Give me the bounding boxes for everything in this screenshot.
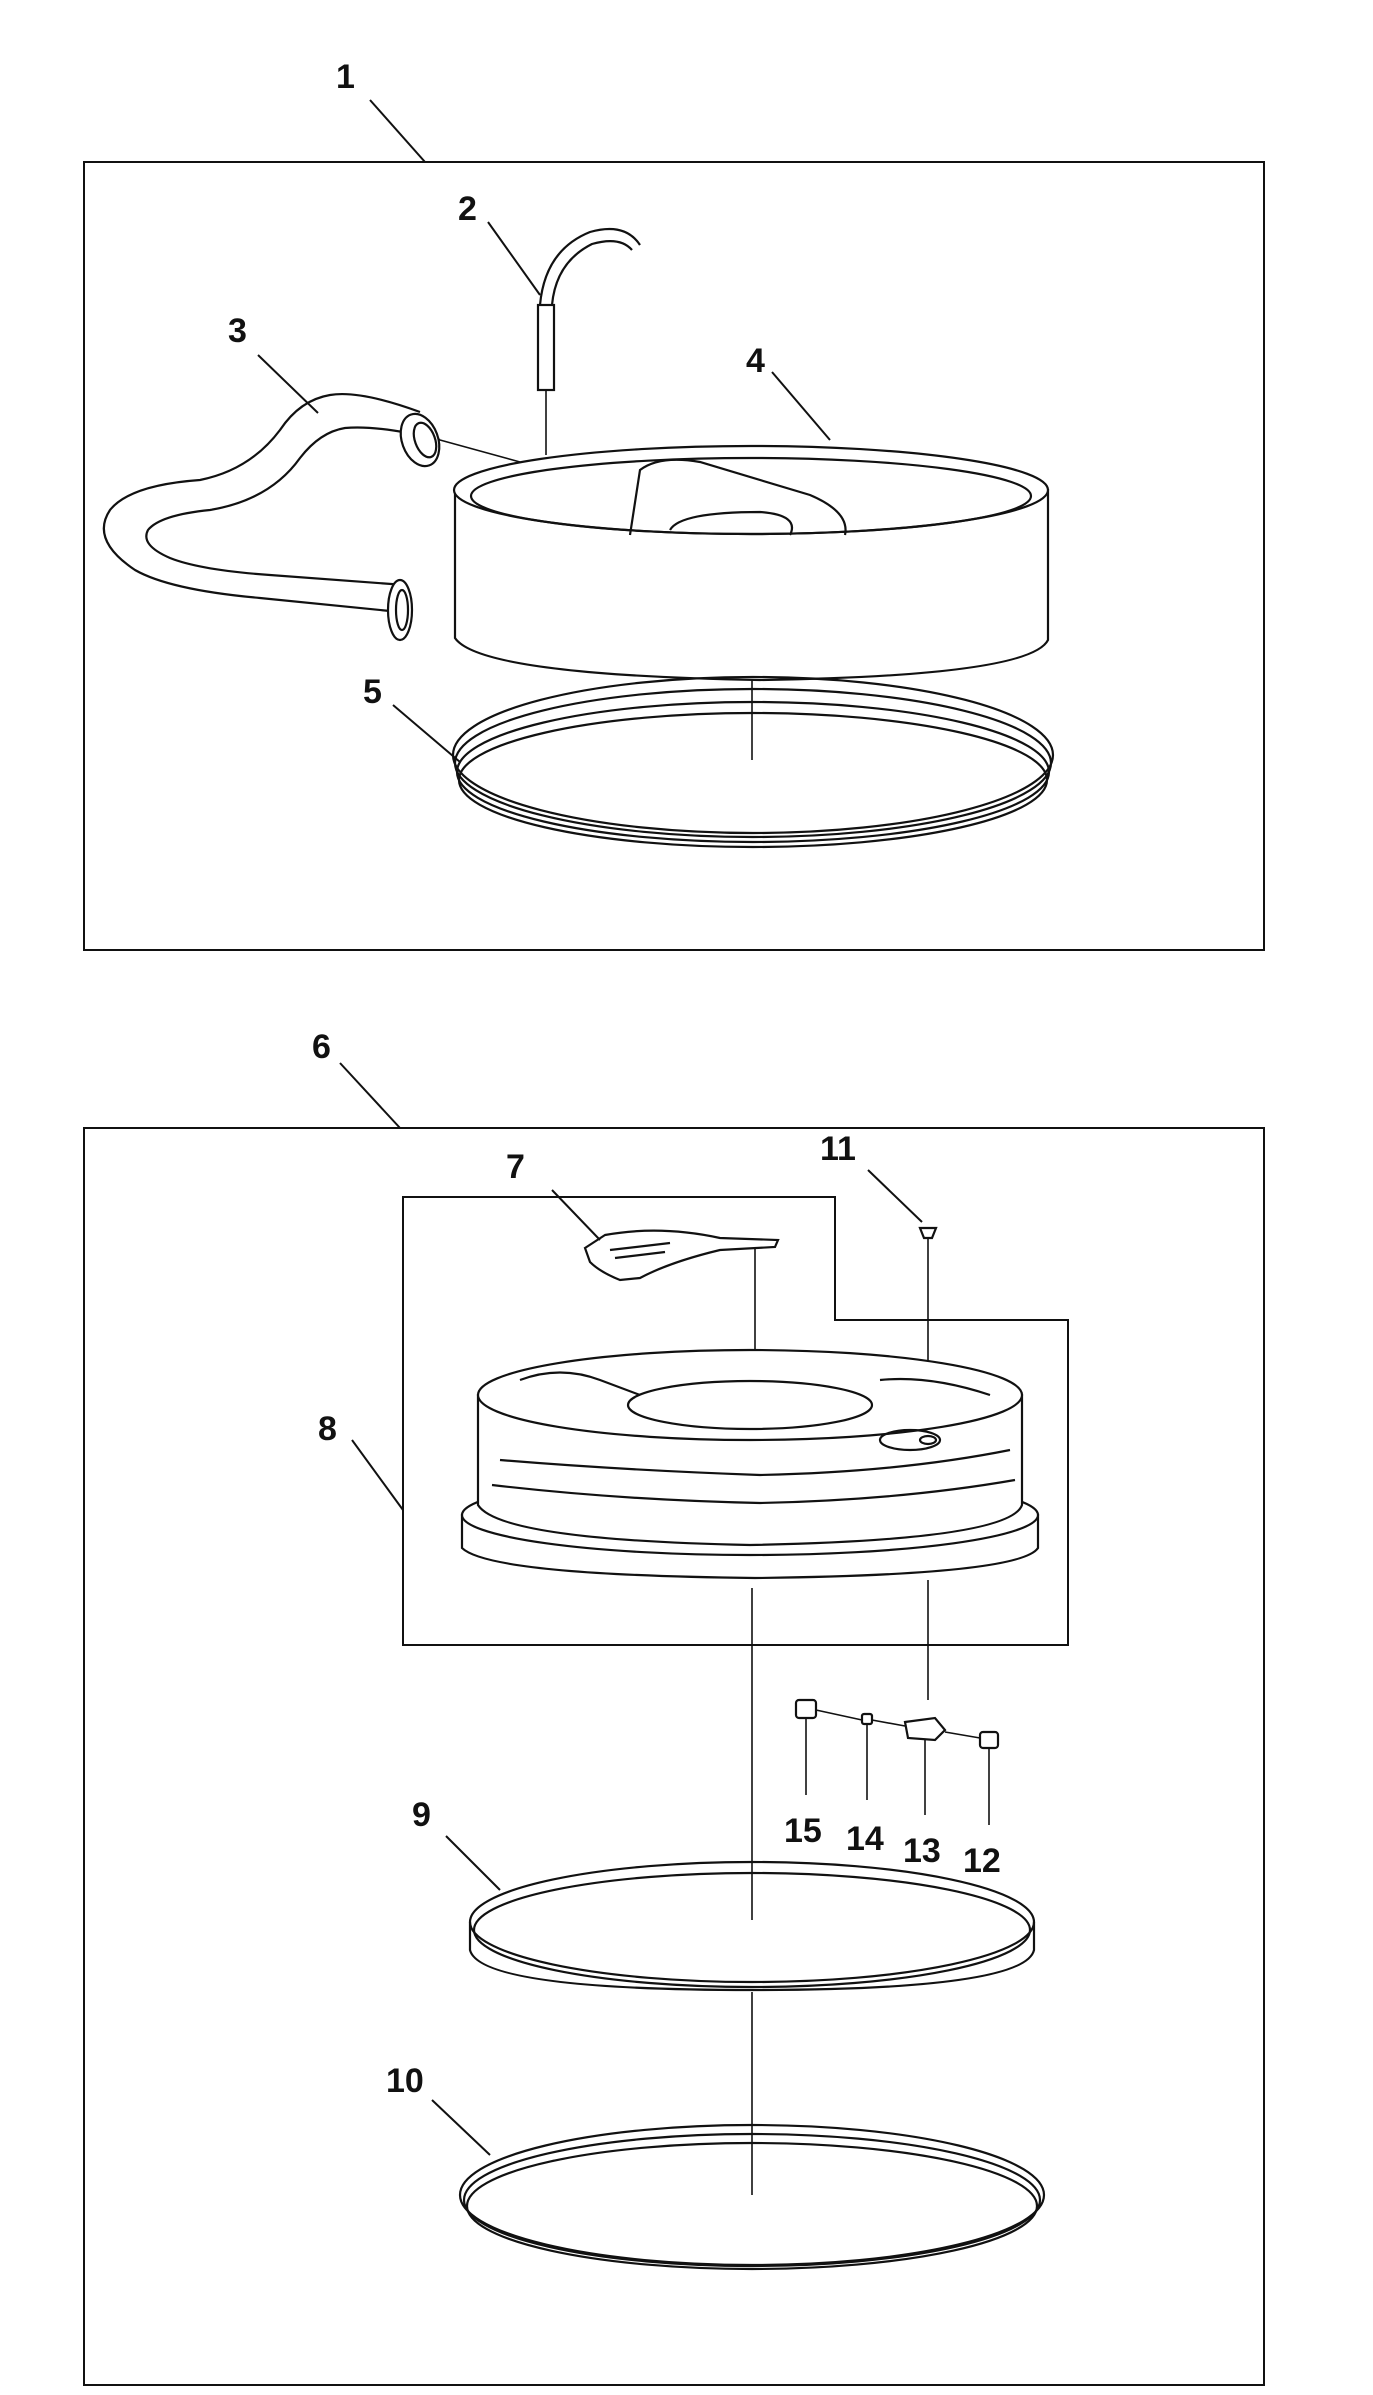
group-6-frame	[83, 1127, 1265, 2386]
part-14-connector[interactable]	[860, 1712, 874, 1800]
callout-11[interactable]: 11	[820, 1130, 856, 1168]
callout-9-leader	[445, 1835, 501, 1891]
callout-13[interactable]: 13	[903, 1832, 941, 1870]
callout-14[interactable]: 14	[846, 1820, 884, 1858]
part-5-seal-ring[interactable]	[451, 675, 1055, 849]
assembly-group-6: 6 7 11	[83, 1028, 1265, 2386]
part-7-clip[interactable]	[583, 1229, 780, 1385]
callout-2-leader	[487, 221, 541, 296]
callout-11-leader	[867, 1169, 923, 1223]
callout-5[interactable]: 5	[363, 673, 382, 711]
part-8-cover[interactable]	[460, 1348, 1040, 1580]
callout-1-leader	[369, 99, 426, 163]
callout-1[interactable]: 1	[336, 58, 355, 96]
callout-10[interactable]: 10	[386, 2062, 424, 2100]
part-10-gasket[interactable]	[458, 2123, 1046, 2271]
assembly-group-1: 1 2 3 4	[83, 58, 1265, 951]
part-15-plug[interactable]	[794, 1698, 818, 1795]
callout-8-leader	[351, 1439, 404, 1511]
part-13-sensor[interactable]	[903, 1716, 947, 1815]
callout-3[interactable]: 3	[228, 312, 247, 350]
callout-7-leader	[551, 1189, 601, 1241]
callout-7[interactable]: 7	[506, 1148, 525, 1186]
callout-6-leader	[339, 1062, 401, 1129]
callout-8[interactable]: 8	[318, 1410, 337, 1448]
callout-9[interactable]: 9	[412, 1796, 431, 1834]
part-3-hose[interactable]	[102, 392, 521, 642]
callout-4-leader	[771, 371, 831, 441]
part-12-plug[interactable]	[978, 1730, 1000, 1825]
callout-5-leader	[392, 704, 461, 763]
group-8-frame	[402, 1196, 1069, 1646]
part-2-wire[interactable]	[536, 227, 641, 455]
callout-6[interactable]: 6	[312, 1028, 331, 1066]
callout-3-leader	[257, 354, 319, 414]
group-1-frame	[83, 161, 1265, 951]
wire-segment-3	[944, 1731, 981, 1739]
part-9-ring[interactable]	[468, 1860, 1036, 1992]
wire-segment-1	[815, 1709, 863, 1721]
part-4-housing[interactable]	[452, 444, 1050, 682]
callout-4[interactable]: 4	[746, 342, 765, 380]
callout-2[interactable]: 2	[458, 190, 477, 228]
callout-15[interactable]: 15	[784, 1812, 822, 1850]
callout-12[interactable]: 12	[963, 1842, 1001, 1880]
wire-segment-2	[871, 1719, 906, 1727]
callout-10-leader	[431, 2099, 491, 2156]
